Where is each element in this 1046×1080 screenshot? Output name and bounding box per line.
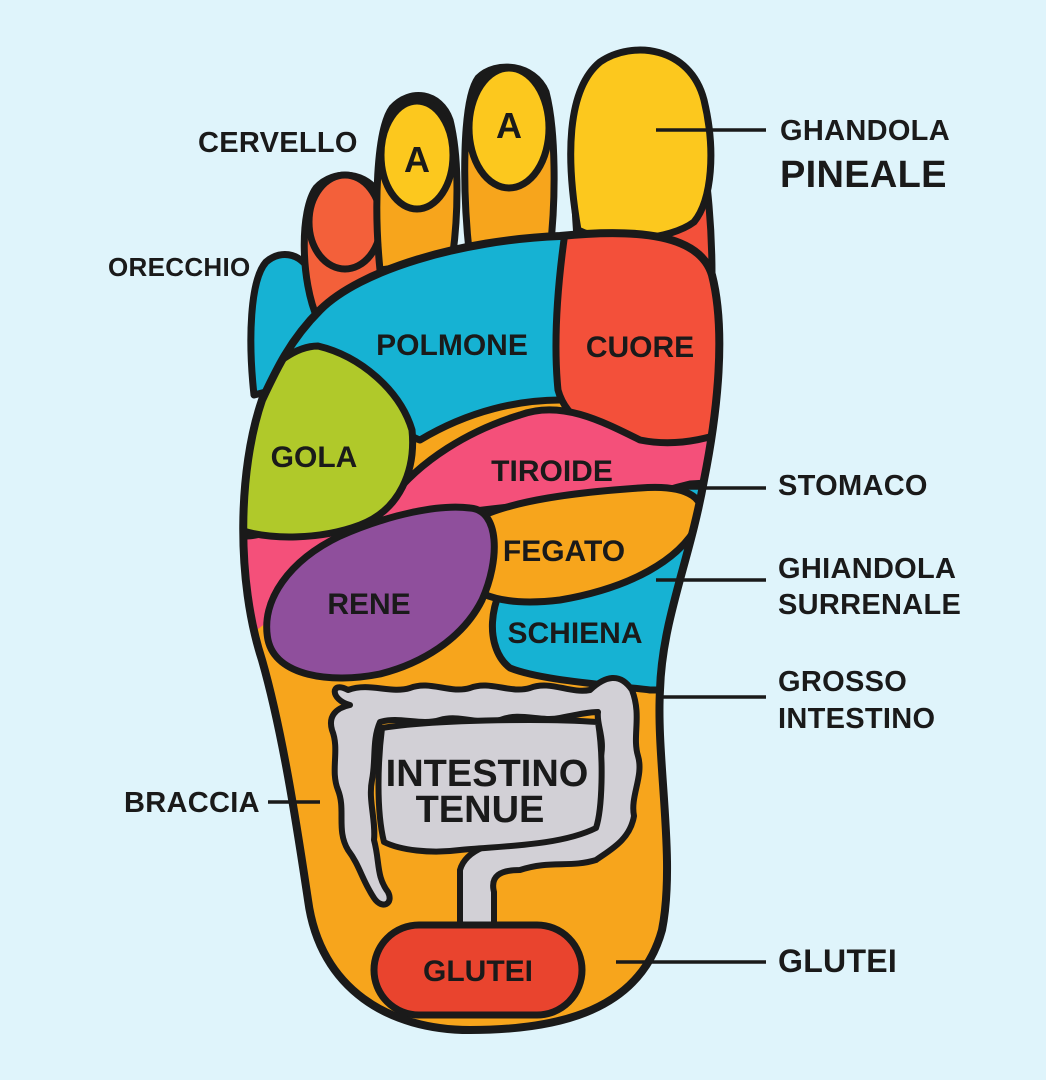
callout-grosso-intestino: GROSSO bbox=[778, 666, 907, 698]
callout-stomaco: STOMACO bbox=[778, 470, 928, 502]
zone-label-gola: GOLA bbox=[271, 441, 358, 474]
glutes-zone bbox=[370, 921, 586, 1019]
toes: A A bbox=[247, 46, 716, 399]
zone-label-schiena: SCHIENA bbox=[507, 617, 642, 650]
callout-ghiandola-surrenale: GHIANDOLA bbox=[778, 553, 956, 585]
throat-zone bbox=[243, 342, 417, 541]
toe-a-label: A bbox=[496, 105, 522, 146]
callout-ghiandola-pineale: PINEALE bbox=[780, 154, 947, 196]
callout-orecchio: ORECCHIO bbox=[108, 252, 251, 282]
thyroid-side-zone bbox=[243, 506, 480, 650]
leader-lines bbox=[268, 128, 766, 964]
kidney-zone bbox=[263, 503, 498, 682]
zone-label-tiroide: TIROIDE bbox=[491, 455, 613, 488]
middle-toe-2-pad bbox=[465, 64, 553, 192]
foot-sole bbox=[239, 229, 724, 1034]
zone-label-intestino-tenue: INTESTINO bbox=[386, 753, 589, 795]
big-toe bbox=[567, 46, 715, 243]
zone-label-intestino-tenue: TENUE bbox=[416, 789, 545, 831]
callout-labels: CERVELLO ORECCHIO GHANDOLA PINEALE STOMA… bbox=[108, 115, 961, 979]
callout-cervello: CERVELLO bbox=[198, 127, 358, 159]
callout-grosso-intestino: INTESTINO bbox=[778, 703, 935, 735]
callout-ghiandola-pineale: GHANDOLA bbox=[780, 115, 950, 147]
middle-toe-3-pad bbox=[377, 97, 457, 213]
foot-outline bbox=[239, 229, 724, 1034]
small-intestine bbox=[375, 717, 605, 855]
zone-label-rene: RENE bbox=[327, 588, 410, 621]
zone-label-glutei: GLUTEI bbox=[423, 955, 533, 988]
toe-a-label: A bbox=[404, 139, 430, 180]
callout-braccia: BRACCIA bbox=[124, 787, 260, 819]
zone-label-polmone: POLMONE bbox=[376, 329, 528, 362]
callout-glutei: GLUTEI bbox=[778, 943, 897, 979]
zone-label-cuore: CUORE bbox=[586, 331, 694, 364]
callout-ghiandola-surrenale: SURRENALE bbox=[778, 589, 961, 621]
brain-toe-pad bbox=[305, 171, 385, 273]
zone-label-fegato: FEGATO bbox=[503, 535, 625, 568]
zone-labels: POLMONE CUORE GOLA TIROIDE FEGATO RENE S… bbox=[271, 329, 695, 988]
